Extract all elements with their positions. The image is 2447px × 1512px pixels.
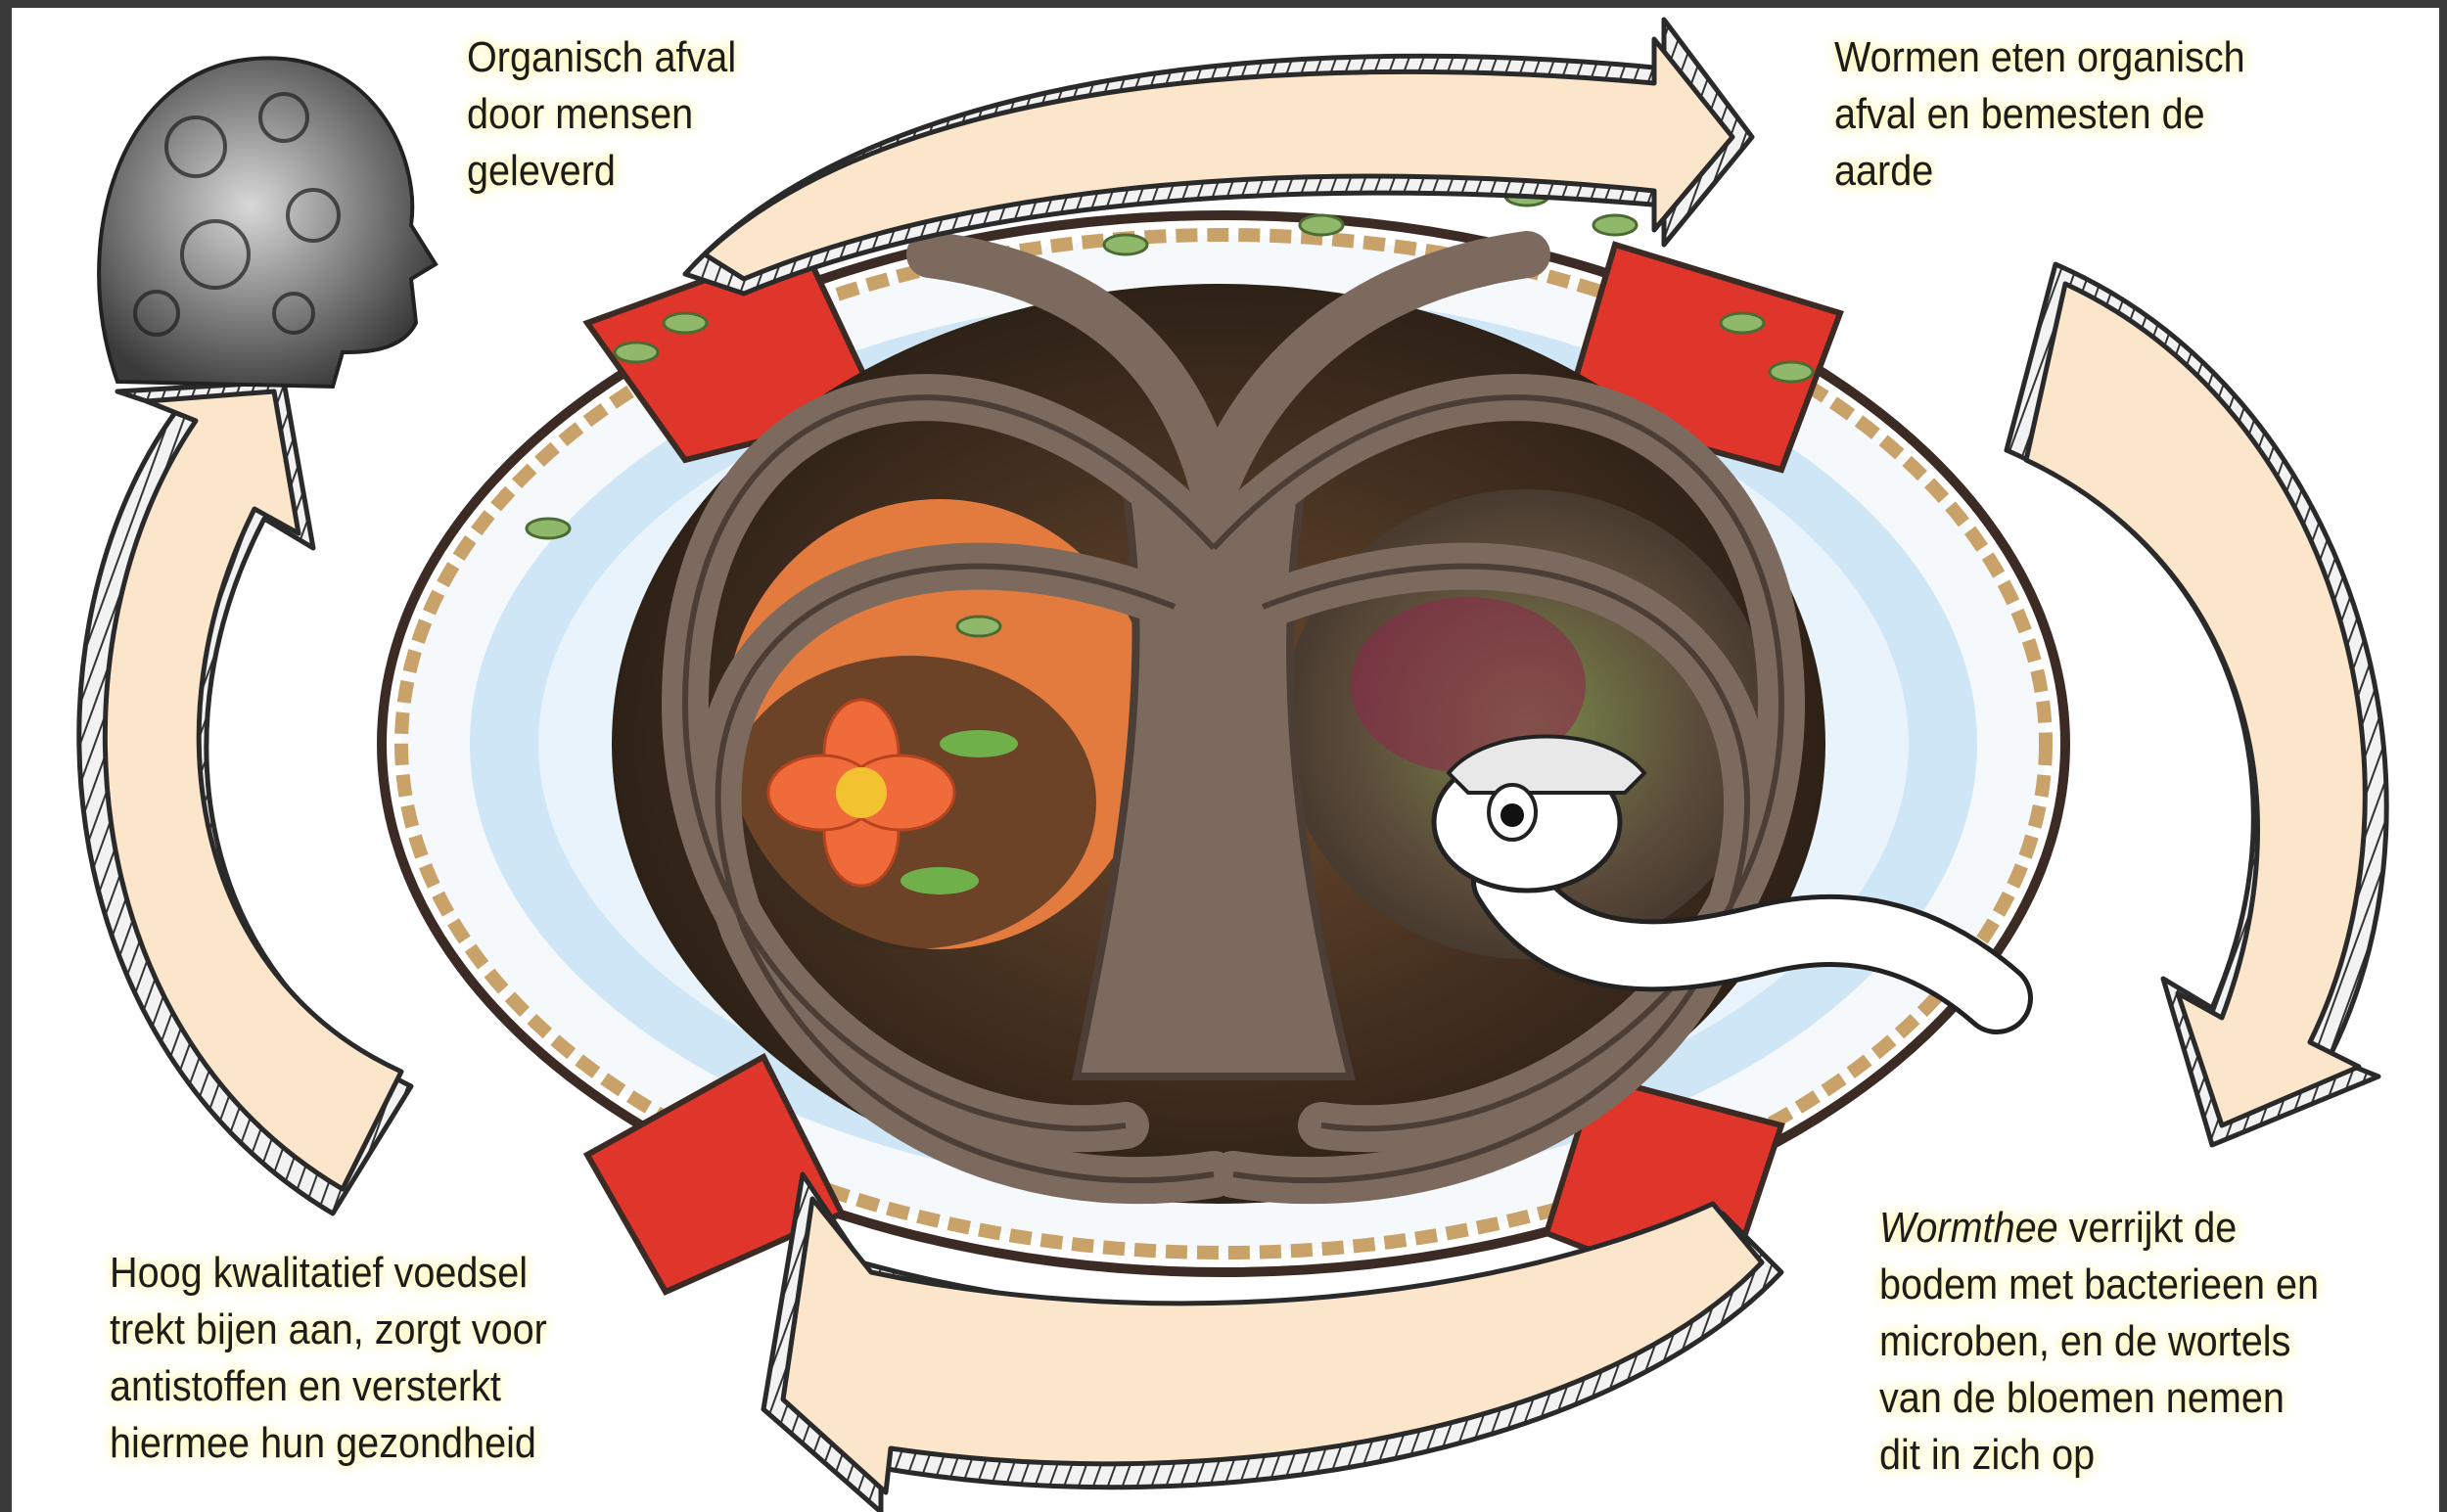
caption-bottom-right-line: van de bloemen nemen bbox=[1879, 1370, 2319, 1427]
caption-top-right-line: aarde bbox=[1834, 143, 2245, 200]
caption-bottom-left: Hoog kwalitatief voedsel trekt bijen aan… bbox=[110, 1245, 547, 1472]
caption-top-left: Organisch afval door mensen geleverd bbox=[467, 29, 736, 200]
caption-bottom-right-first-rest: verrijkt de bbox=[2058, 1204, 2238, 1252]
caption-top-left-line: door mensen bbox=[467, 86, 736, 143]
caption-bottom-left-line: Hoog kwalitatief voedsel bbox=[110, 1245, 547, 1302]
caption-bottom-right-first-line: Wormthee verrijkt de bbox=[1879, 1200, 2319, 1257]
caption-top-left-line: Organisch afval bbox=[467, 29, 736, 86]
caption-bottom-left-line: trekt bijen aan, zorgt voor bbox=[110, 1302, 547, 1358]
human-head-compost-icon bbox=[99, 58, 436, 387]
wormthee-term: Wormthee bbox=[1879, 1204, 2058, 1252]
arrow-left bbox=[79, 382, 411, 1214]
caption-bottom-left-line: antistoffen en versterkt bbox=[110, 1358, 547, 1415]
caption-bottom-left-line: hiermee hun gezondheid bbox=[110, 1415, 547, 1472]
caption-top-right-line: Wormen eten organisch bbox=[1834, 29, 2245, 86]
caption-bottom-right-line: bodem met bacterieen en bbox=[1879, 1257, 2319, 1313]
caption-bottom-right-line: microben, en de wortels bbox=[1879, 1313, 2319, 1370]
caption-bottom-right: Wormthee verrijkt de bodem met bacteriee… bbox=[1879, 1200, 2319, 1484]
caption-top-left-line: geleverd bbox=[467, 143, 736, 200]
caption-bottom-right-line: dit in zich op bbox=[1879, 1427, 2319, 1484]
caption-top-right: Wormen eten organisch afval en bemesten … bbox=[1834, 29, 2245, 200]
caption-top-right-line: afval en bemesten de bbox=[1834, 86, 2245, 143]
